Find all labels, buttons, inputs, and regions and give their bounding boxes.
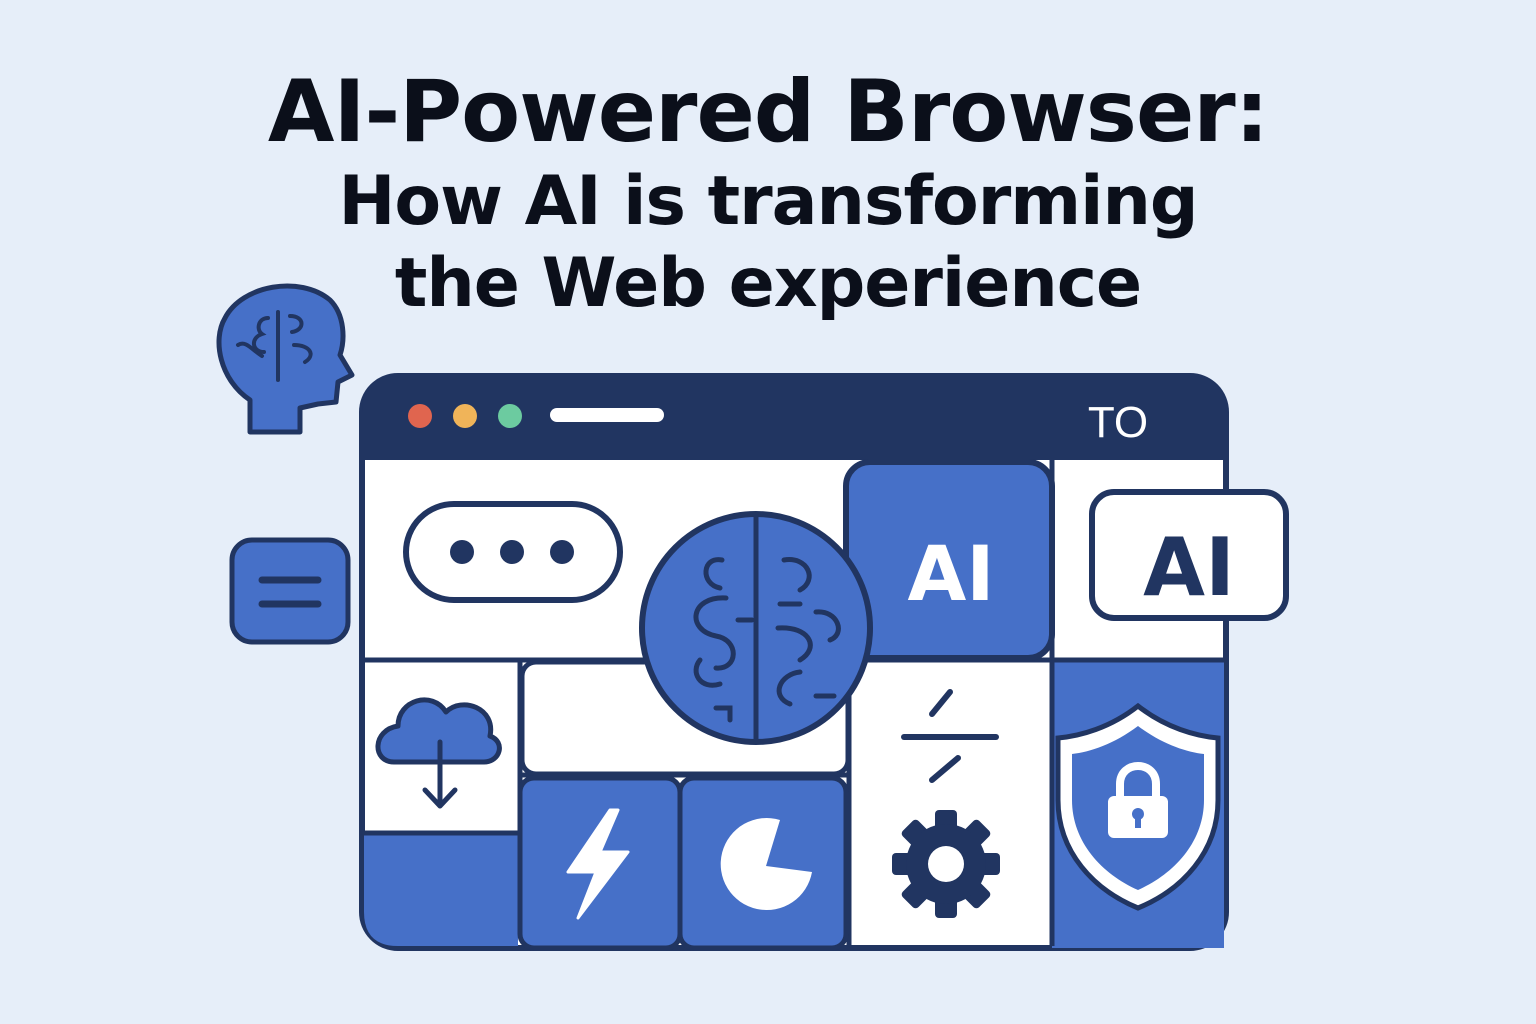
cloud-download-icon <box>375 697 502 809</box>
pie-icon <box>720 818 812 911</box>
titlebar-text: TO <box>1088 398 1148 447</box>
ai-badge: AI <box>1089 489 1289 621</box>
brain-icon <box>639 511 873 745</box>
ai-tile-label: AI <box>907 529 994 618</box>
page-subtitle-line-2: the Web experience <box>394 244 1142 323</box>
page-title: AI-Powered Browser: <box>267 62 1269 162</box>
brain-head-icon <box>216 283 355 435</box>
lightning-icon <box>566 808 630 920</box>
window-maximize-dot <box>498 404 522 428</box>
shield-lock-icon <box>1055 702 1221 911</box>
browser-window: TO <box>359 373 1229 951</box>
window-close-dot <box>408 404 432 428</box>
page-subtitle-line-1: How AI is transforming <box>338 162 1198 241</box>
address-bar <box>550 408 664 422</box>
chat-dots-icon <box>403 501 623 603</box>
divide-icon <box>901 689 999 783</box>
ai-tile: AI <box>843 459 1055 661</box>
menu-icon <box>229 537 351 645</box>
window-minimize-dot <box>453 404 477 428</box>
ai-badge-label: AI <box>1143 521 1235 614</box>
gear-icon <box>892 810 1000 918</box>
